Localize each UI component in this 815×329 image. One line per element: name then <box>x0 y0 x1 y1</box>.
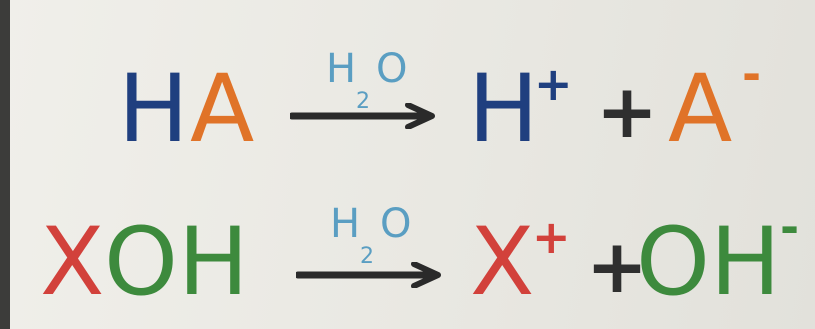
reaction-arrow-2 <box>296 262 441 288</box>
product-1-h-charge: + <box>534 57 573 111</box>
condition-1-h: H <box>326 46 357 92</box>
reactant-2-oh: OH <box>104 208 249 317</box>
condition-1-sub: 2 <box>356 89 370 114</box>
product-1-a-charge: - <box>742 47 762 101</box>
reaction-arrow-1 <box>290 103 435 129</box>
reactant-1-a: A <box>190 55 255 164</box>
condition-2-o: O <box>380 201 412 247</box>
condition-1-o: O <box>376 46 408 92</box>
product-2-oh-charge: - <box>780 200 800 254</box>
equation-2: X OH H 2 O X + + OH - <box>0 204 815 328</box>
reactant-2-x: X <box>40 208 105 317</box>
product-2-x-charge: + <box>532 210 571 264</box>
condition-2-h: H <box>330 201 361 247</box>
plus-sign-2: + <box>586 224 649 310</box>
reactant-1-h: H <box>118 55 189 164</box>
left-edge-shadow <box>0 0 10 329</box>
equation-1: H A H 2 O H + + A - <box>0 49 815 175</box>
product-2-oh: OH <box>636 208 781 317</box>
product-2-x: X <box>470 208 535 317</box>
product-1-h: H <box>468 55 539 164</box>
plus-sign-1: + <box>596 69 659 155</box>
product-1-a: A <box>668 55 733 164</box>
condition-2-sub: 2 <box>360 244 374 269</box>
